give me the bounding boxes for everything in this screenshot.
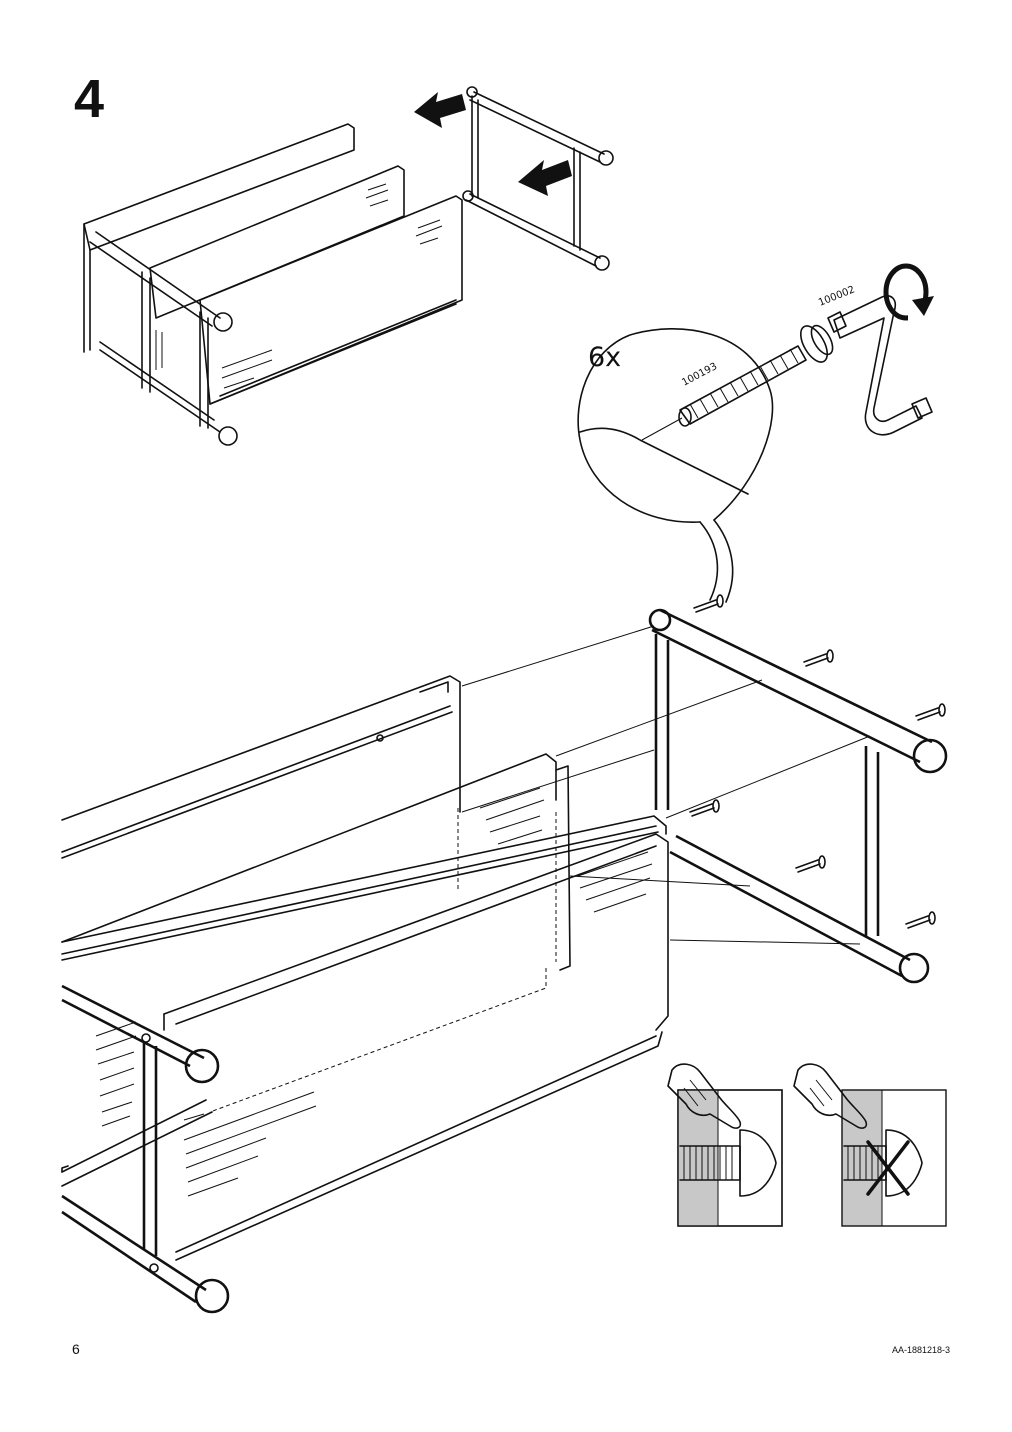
bolt-id-label: 100193 — [680, 361, 719, 389]
tool-id-label: 100002 — [817, 284, 857, 309]
rotate-clockwise-icon — [883, 263, 934, 328]
small-bolts — [689, 594, 946, 929]
correct-screw-panel — [667, 1063, 783, 1227]
overview-frame — [83, 86, 614, 446]
document-code: AA-1881218-3 — [891, 1345, 950, 1355]
cross-icon — [866, 1140, 910, 1196]
incorrect-screw-panel — [793, 1063, 947, 1227]
arrow-down-left-icon — [518, 160, 572, 196]
step-number: 4 — [74, 69, 105, 129]
hand-pointer-icon — [667, 1063, 742, 1129]
hex-key-100002 — [827, 295, 933, 436]
bolt-100193 — [678, 324, 834, 427]
bolt-detail-callout: 100193 100002 — [577, 263, 934, 603]
arrow-left-icon — [414, 92, 466, 128]
hand-pointer-icon — [793, 1063, 868, 1129]
page-number: 6 — [72, 1341, 80, 1357]
main-assembly — [61, 594, 948, 1314]
